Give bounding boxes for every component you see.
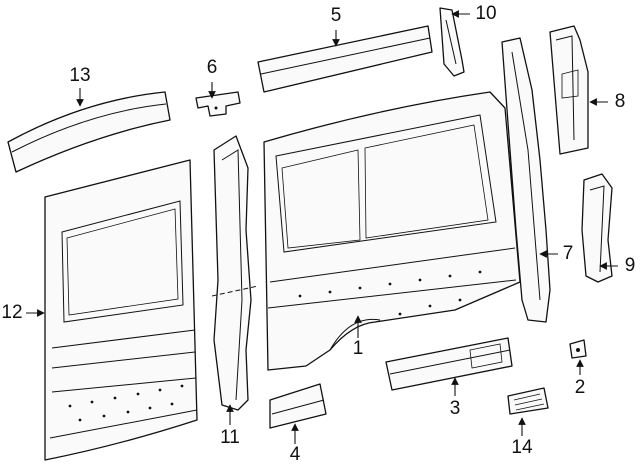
part-3-lower-panel <box>385 337 513 391</box>
part-11-pillar <box>211 135 259 411</box>
callout-6: 6 <box>207 57 218 78</box>
main-panel-rivets <box>298 270 482 316</box>
callout-11: 11 <box>220 427 240 448</box>
part-8-trim <box>549 25 589 155</box>
part-12-rear-side-panel <box>44 159 198 461</box>
callout-3: 3 <box>450 398 461 419</box>
part-13-roof-rail <box>7 91 171 173</box>
part-14-vent <box>507 387 549 415</box>
callout-12: 12 <box>1 302 22 323</box>
callout-10: 10 <box>475 3 496 24</box>
part-10-corner-bracket <box>439 7 465 77</box>
callout-2: 2 <box>575 377 586 398</box>
callouts: 1 2 3 4 5 6 7 8 9 10 11 12 13 14 <box>1 3 635 465</box>
part-7-rear-pillar <box>501 37 551 323</box>
part-2-plate <box>569 339 587 359</box>
main-side-panel <box>263 91 521 371</box>
part-9-bracket <box>581 173 613 283</box>
callout-4: 4 <box>290 444 301 465</box>
callout-14: 14 <box>511 437 533 458</box>
panel-12-rivets <box>68 384 184 422</box>
callout-5: 5 <box>331 5 342 26</box>
part-4-sill-trim <box>269 383 327 429</box>
callout-1: 1 <box>353 338 364 359</box>
callout-7: 7 <box>563 243 574 264</box>
callout-13: 13 <box>69 65 90 86</box>
callout-9: 9 <box>625 255 636 276</box>
part-5-top-rail <box>257 25 433 93</box>
leader-lines <box>26 10 618 444</box>
callout-8: 8 <box>615 91 626 112</box>
part-6-bracket <box>195 91 241 117</box>
